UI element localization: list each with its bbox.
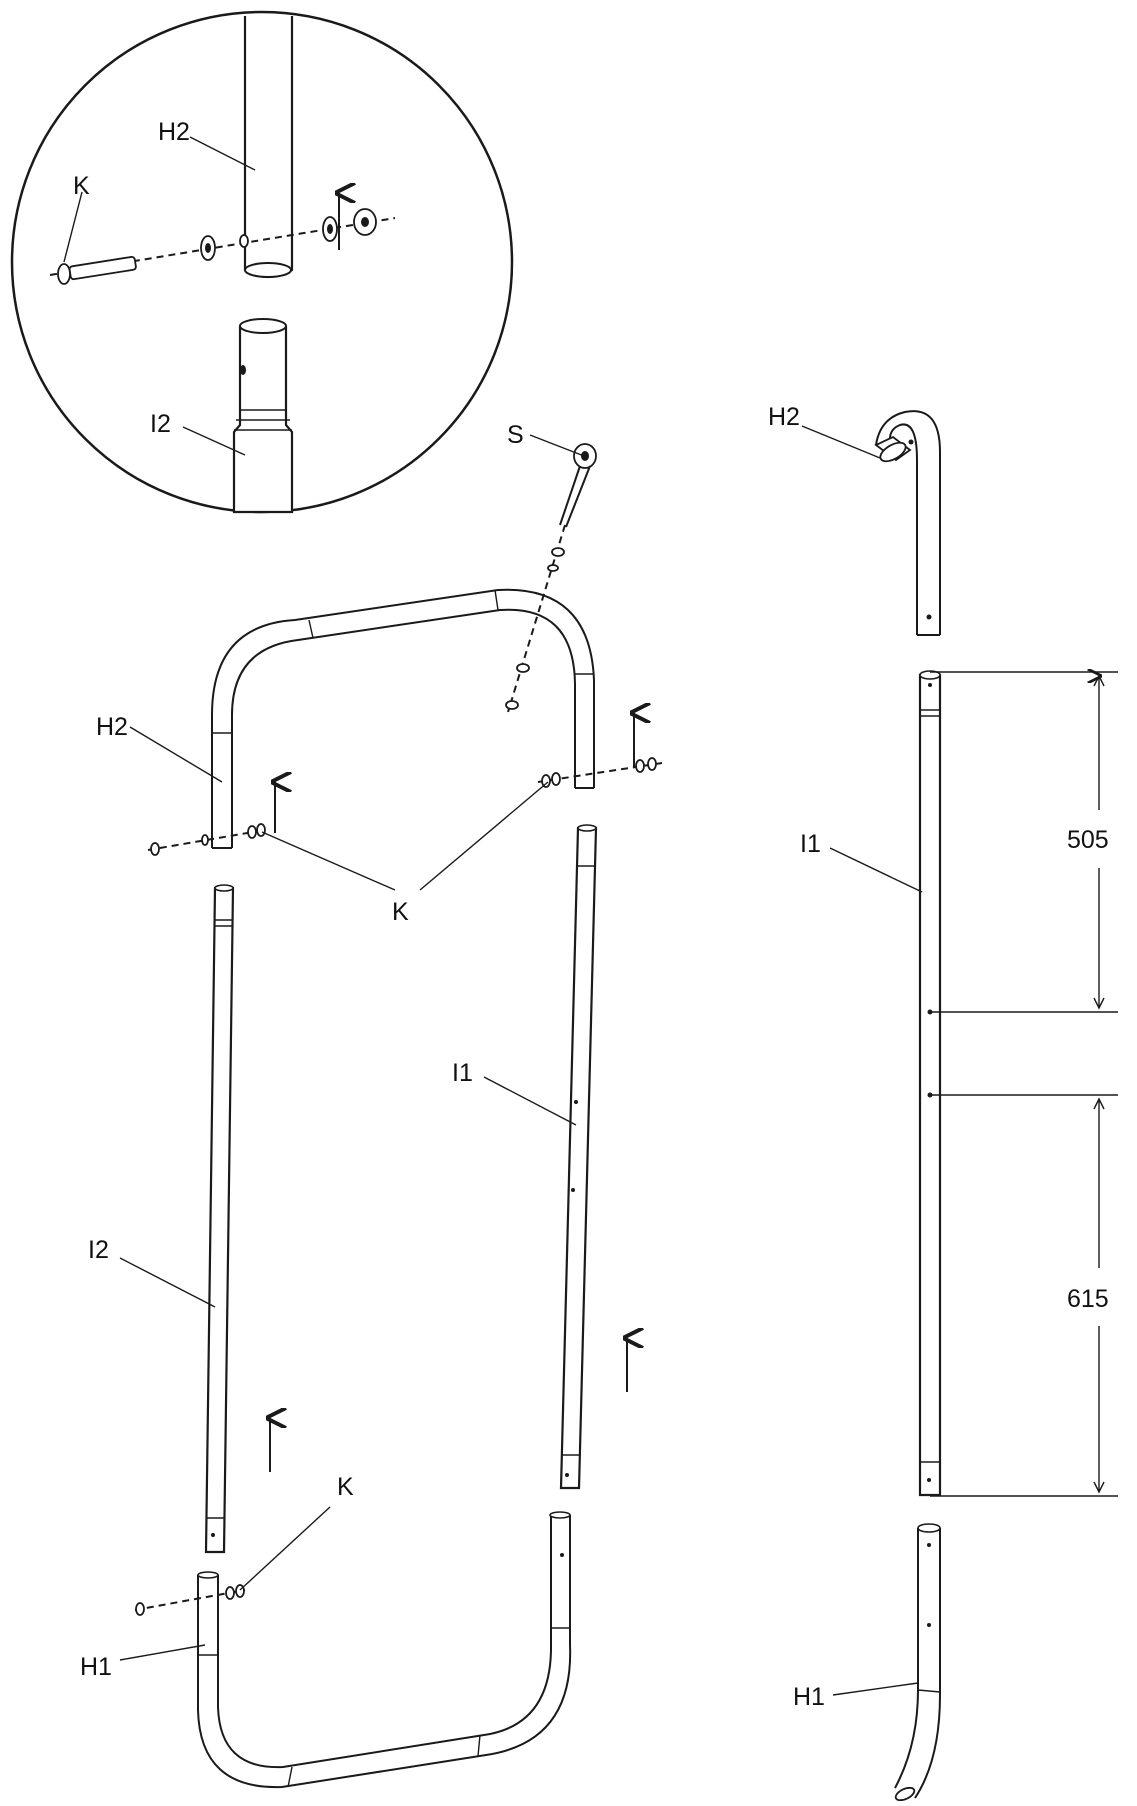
spring-hook-icon <box>559 443 597 528</box>
label-i2-left: I2 <box>88 1236 109 1264</box>
detail-i2-tube <box>232 326 294 514</box>
bolt-axis-top-left <box>147 829 266 851</box>
h2-arch <box>211 588 595 848</box>
label-h2-right: H2 <box>768 403 800 431</box>
i1-tube-middle <box>559 826 598 1490</box>
nut-icon <box>353 208 377 236</box>
label-i1-right: I1 <box>800 830 821 858</box>
label-k-top: K <box>392 898 409 926</box>
label-detail-k: K <box>73 172 90 200</box>
label-detail-i2: I2 <box>150 410 171 438</box>
label-k-bottom: K <box>337 1473 354 1501</box>
h1-side <box>894 1528 919 1789</box>
label-h1-right: H1 <box>793 1683 825 1711</box>
label-i1-middle: I1 <box>452 1059 473 1087</box>
dimension-lower: 615 <box>1067 1285 1109 1313</box>
spring-axis <box>507 524 566 713</box>
main-assembly: H2 K I1 I2 K H1 S <box>80 421 663 1789</box>
bolt-axis-bottom <box>134 1589 246 1611</box>
detail-h2-tube <box>243 16 294 279</box>
label-s: S <box>507 421 524 449</box>
i2-tube-left <box>204 886 235 1554</box>
dimension-upper: 505 <box>1067 826 1109 854</box>
label-h1-left: H1 <box>80 1653 112 1681</box>
side-view: 505 615 H2 I1 H1 <box>768 403 1118 1802</box>
label-h2-left: H2 <box>96 713 128 741</box>
bolt-icon <box>57 255 137 285</box>
h1-base <box>197 1515 572 1789</box>
detail-view: H2 K I2 <box>10 10 514 514</box>
i1-side-tube <box>918 673 942 1497</box>
bolt-axis-top-right <box>537 762 663 783</box>
label-detail-h2: H2 <box>158 118 190 146</box>
